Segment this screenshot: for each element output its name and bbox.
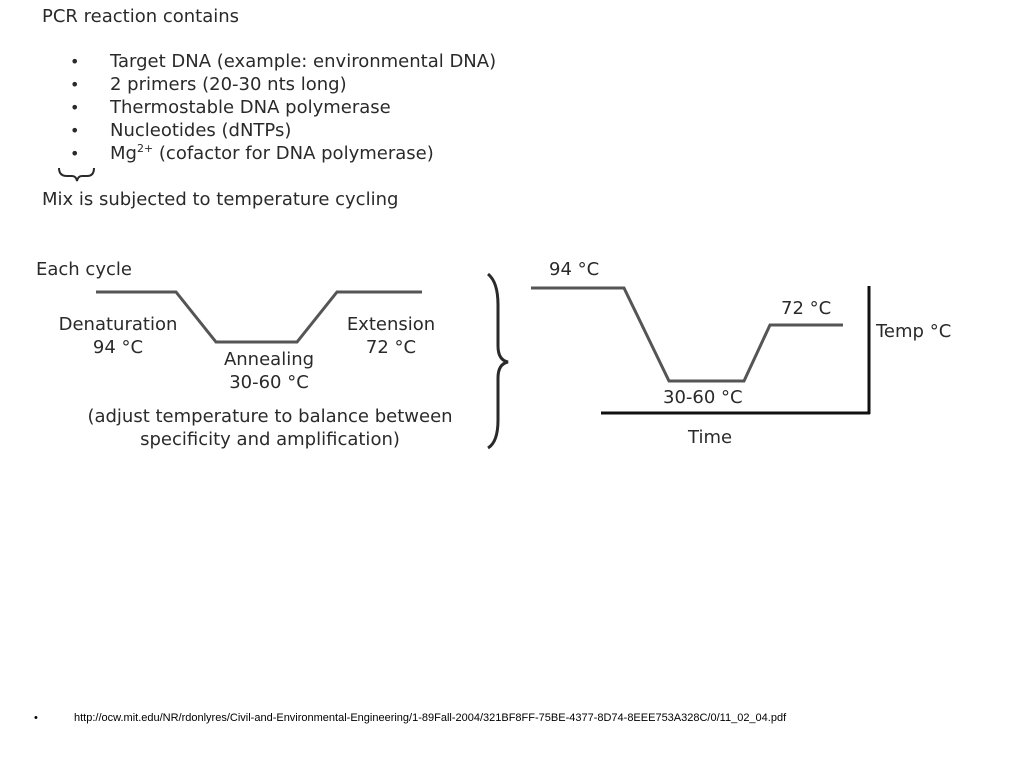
annealing-temp: 30-60 °C bbox=[229, 372, 309, 393]
y-axis-label: Temp °C bbox=[876, 321, 952, 342]
mg-charge: 2+ bbox=[136, 142, 154, 155]
graph-label-94: 94 °C bbox=[549, 259, 600, 280]
cycle-heading: Each cycle bbox=[36, 259, 132, 280]
extension-temp: 72 °C bbox=[365, 337, 417, 358]
small-brace-path bbox=[58, 167, 95, 182]
bullet-text: Nucleotides (dNTPs) bbox=[110, 120, 292, 141]
graph-label-72: 72 °C bbox=[781, 298, 832, 319]
footer-bullet: • bbox=[34, 712, 38, 724]
bullet-dot: • bbox=[70, 98, 80, 117]
bullet-dot: • bbox=[70, 121, 80, 140]
note-line-2: specificity and amplification) bbox=[140, 429, 400, 450]
note-line-1: (adjust temperature to balance between bbox=[87, 406, 453, 427]
bullet-text: Target DNA (example: environmental DNA) bbox=[110, 51, 497, 72]
annealing-label: Annealing bbox=[223, 349, 315, 370]
bullet-text: Thermostable DNA polymerase bbox=[110, 97, 391, 118]
bullet-dot: • bbox=[70, 144, 80, 163]
footer-source: • http://ocw.mit.edu/NR/rdonlyres/Civil-a… bbox=[34, 712, 786, 724]
denaturation-label: Denaturation bbox=[58, 314, 178, 335]
mg-symbol: Mg bbox=[110, 143, 137, 164]
denaturation-temp: 94 °C bbox=[92, 337, 144, 358]
temp-profile-line bbox=[531, 286, 843, 383]
x-axis-label: Time bbox=[688, 427, 733, 448]
graph-label-30-60: 30-60 °C bbox=[663, 387, 743, 408]
extension-label: Extension bbox=[346, 314, 436, 335]
bullet-dot: • bbox=[70, 52, 80, 71]
cycle-profile-line bbox=[96, 290, 422, 344]
mix-text: Mix is subjected to temperature cycling bbox=[42, 189, 399, 210]
slide-title: PCR reaction contains bbox=[42, 6, 240, 27]
source-link[interactable]: http://ocw.mit.edu/NR/rdonlyres/Civil-an… bbox=[74, 712, 787, 724]
bullet-text-mg: Mg2+ (cofactor for DNA polymerase) bbox=[110, 142, 434, 165]
large-brace-path bbox=[486, 272, 509, 450]
mg-description: (cofactor for DNA polymerase) bbox=[153, 143, 434, 164]
bullet-dot: • bbox=[70, 75, 80, 94]
bullet-text: 2 primers (20-30 nts long) bbox=[110, 74, 347, 95]
